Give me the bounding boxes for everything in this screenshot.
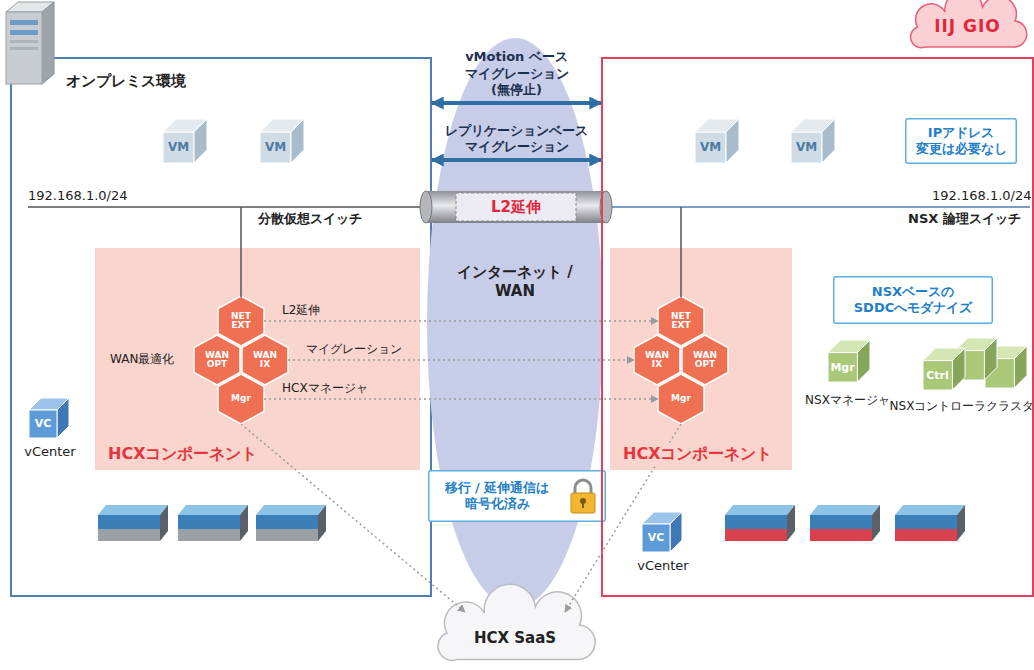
network-label: 192.168.1.0/24 <box>932 188 1032 204</box>
box-title: HCXコンポーネント <box>105 444 260 464</box>
component-label: Mgr <box>671 394 691 403</box>
saas-label: HCX SaaS <box>474 629 556 648</box>
component-label: WAN OPT <box>201 351 233 370</box>
host-server <box>810 505 880 541</box>
cloud-logo-text: IIJ GIO <box>934 16 1001 37</box>
cube-label: Ctrl <box>926 369 949 383</box>
component-hexagon: Mgr <box>658 374 704 424</box>
host-server <box>895 505 965 541</box>
host-server <box>725 505 795 541</box>
edge-label: マイグレーション <box>306 342 402 357</box>
caption: NSXコントローラクラスタ <box>890 399 1034 414</box>
dotted-connector <box>288 359 634 361</box>
vcenter-cube: VC vCenter <box>628 512 698 582</box>
dotted-connector <box>264 398 658 400</box>
component-label: WAN IX <box>641 351 673 370</box>
vcenter-cube: VC vCenter <box>15 398 85 466</box>
network-label: NSX 論理スイッチ <box>908 211 1021 227</box>
host-server <box>98 505 168 541</box>
note-callout: NSXベースの SDDCへモダナイズ <box>833 276 993 324</box>
vm-label: VM <box>700 140 721 155</box>
caption: vCenter <box>637 558 688 574</box>
switch-wire <box>240 207 242 297</box>
component-label: NET EXT <box>225 312 257 331</box>
switch-wire <box>680 207 682 297</box>
vm-cube: VM <box>695 116 739 166</box>
edge-label: HCXマネージャ <box>282 381 368 396</box>
note-callout: 移行 / 延伸通信は 暗号化済み <box>428 470 606 522</box>
edge-label: vMotion ベース マイグレーション (無停止) <box>465 49 569 98</box>
edge-label: レプリケーションベース マイグレーション <box>445 123 588 156</box>
component-label: WAN OPT <box>689 351 721 370</box>
caption: NSXマネージャ <box>805 393 890 408</box>
component-label: NET EXT <box>665 312 697 331</box>
vm-cube: VM <box>260 116 304 166</box>
note-text: 移行 / 延伸通信は 暗号化済み <box>428 480 566 513</box>
network-label: 192.168.1.0/24 <box>28 188 128 204</box>
network-line <box>28 206 428 208</box>
controller-cube: CtrlNSXコントローラクラスタ <box>893 338 1031 420</box>
vm-cube: VM <box>163 116 207 166</box>
edge-label: L2延伸 <box>282 303 320 318</box>
component-label: WAN IX <box>249 351 281 370</box>
component-label: Mgr <box>231 394 251 403</box>
box-title: HCXコンポーネント <box>620 444 775 464</box>
component-label: WAN最適化 <box>110 352 174 367</box>
vm-label: VM <box>796 140 817 155</box>
l2-tunnel: L2延伸 <box>420 190 612 224</box>
manager-cube-shape <box>795 340 900 420</box>
host-server <box>178 505 248 541</box>
cube-label: Mgr <box>830 361 854 375</box>
tunnel-label: L2延伸 <box>491 198 541 217</box>
note-text: NSXベースの SDDCへモダナイズ <box>833 284 993 317</box>
saas-cloud: HCX SaaS <box>430 600 600 666</box>
site-panel: オンプレミス環境 VM VM HCXコンポーネント NET EXT WAN OPT WAN … <box>10 57 432 597</box>
migration-arrow <box>432 101 601 105</box>
dotted-connector <box>565 424 681 612</box>
component-box: HCXコンポーネント NET EXT WAN IX WAN OPT Mgr <box>610 248 792 470</box>
vm-cube: VM <box>791 116 835 166</box>
note-text: IPアドレス 変更は必要なし <box>905 125 1017 158</box>
host-server <box>256 505 326 541</box>
manager-cube: MgrNSXマネージャ <box>795 340 900 420</box>
dotted-connector <box>264 320 658 322</box>
cube-label: VC <box>35 417 52 431</box>
migration-arrow <box>432 158 601 162</box>
caption: vCenter <box>24 444 75 460</box>
network-line <box>606 206 1030 208</box>
site-panel: IIJ GIOVMVMIPアドレス 変更は必要なしHCXコンポーネントNET E… <box>601 57 1034 597</box>
vm-label: VM <box>265 140 286 155</box>
server-icon <box>6 2 54 84</box>
component-hexagon: Mgr <box>218 374 264 424</box>
panel-heading: オンプレミス環境 <box>66 72 186 91</box>
network-label: インターネット / WAN <box>455 263 575 301</box>
note-callout: IPアドレス 変更は必要なし <box>905 118 1017 164</box>
vm-label: VM <box>168 140 189 155</box>
cube-label: VC <box>648 531 665 545</box>
dotted-connector <box>241 424 465 612</box>
network-label: 分散仮想スイッチ <box>258 211 362 227</box>
